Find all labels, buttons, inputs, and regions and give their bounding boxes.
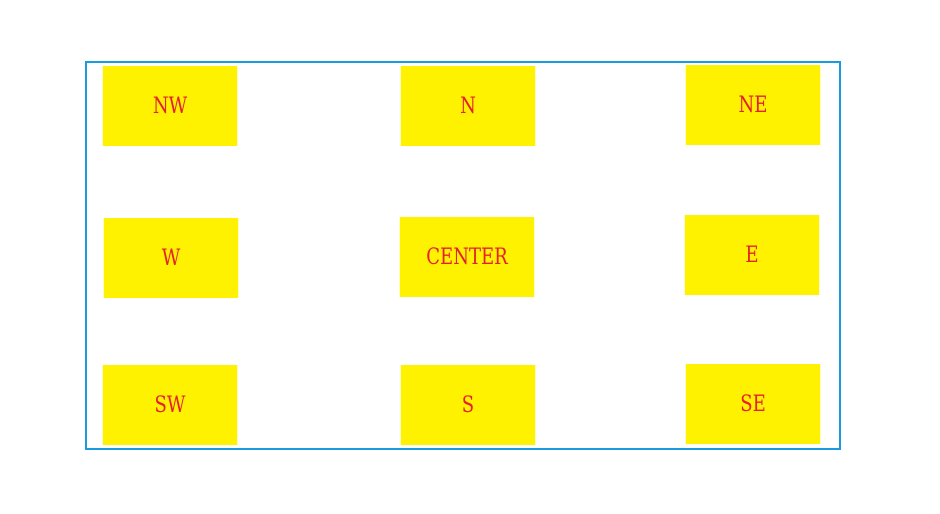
region-sw: SW [102, 365, 238, 445]
region-s: S [400, 365, 536, 445]
region-w: W [103, 218, 239, 298]
region-w-label: W [161, 245, 181, 271]
region-se-label: SE [740, 391, 766, 417]
region-nw-label: NW [152, 93, 188, 119]
layout-container [85, 61, 841, 450]
region-sw-label: SW [154, 392, 186, 418]
region-nw: NW [102, 66, 238, 146]
region-se: SE [685, 364, 821, 444]
region-n-label: N [460, 93, 476, 119]
region-e: E [684, 215, 820, 295]
region-ne: NE [685, 65, 821, 145]
region-n: N [400, 66, 536, 146]
region-e-label: E [745, 242, 759, 268]
region-s-label: S [461, 392, 475, 418]
region-center-label: CENTER [426, 244, 508, 270]
region-center: CENTER [399, 217, 535, 297]
region-ne-label: NE [738, 92, 768, 118]
